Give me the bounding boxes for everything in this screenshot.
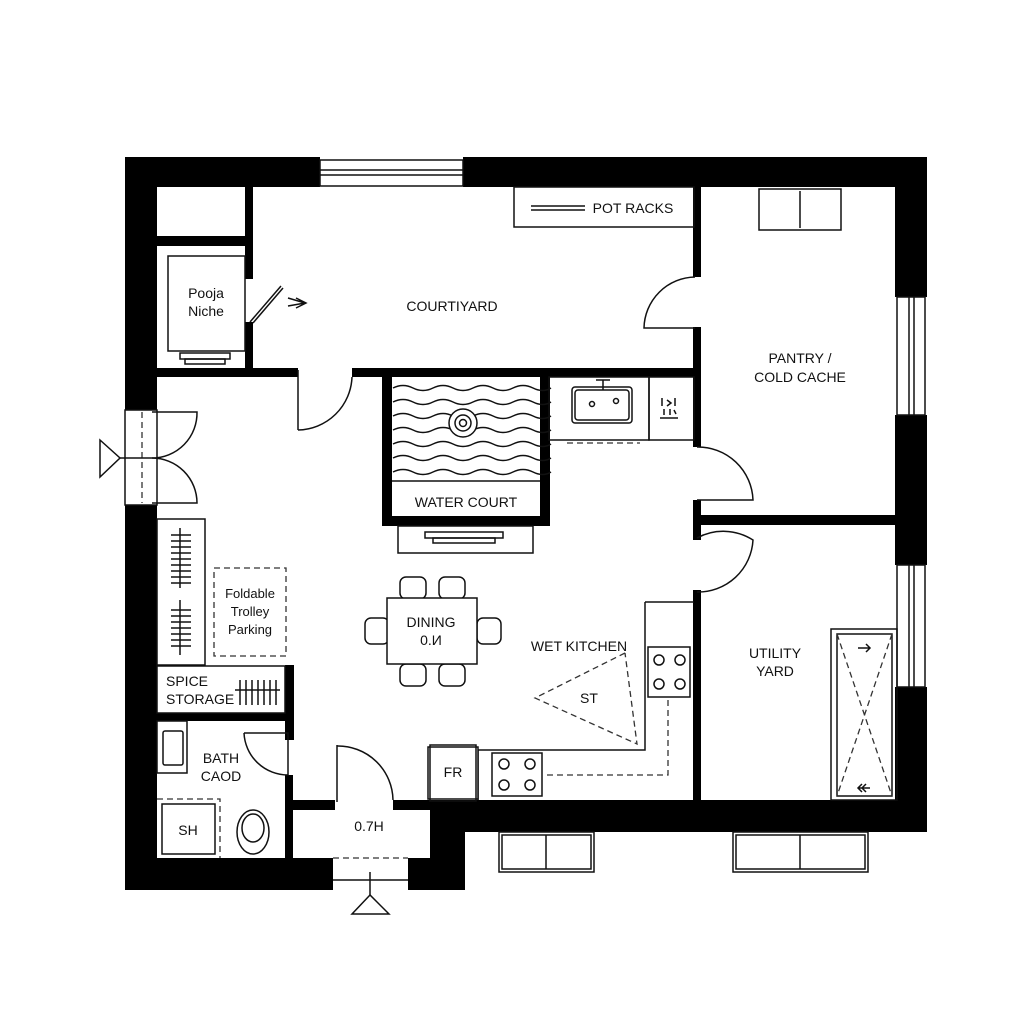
- double-door-lower[interactable]: [151, 457, 198, 504]
- wet-kitchen: WET KITCHEN FR ST: [427, 601, 694, 802]
- spice-storage: SPICE STORAGE: [156, 665, 286, 714]
- fridge: [427, 746, 479, 800]
- sink-counter: [548, 376, 695, 444]
- courtyard: COURTIYARD POT RACKS: [297, 186, 696, 431]
- courtyard-label: COURTIYARD: [406, 298, 497, 314]
- trolley-label-3: Parking: [228, 622, 272, 637]
- bottom-cabinet-right: [732, 831, 869, 873]
- pantry-label-2: COLD CACHE: [754, 369, 846, 385]
- interior-walls: [155, 187, 898, 860]
- stove-bottom: [491, 752, 543, 797]
- dining-label-1: DINING: [407, 614, 456, 630]
- right-window-lower: [896, 564, 926, 688]
- entry-marker-icon: [99, 438, 122, 479]
- work-triangle: [533, 652, 638, 746]
- entry-marker-icon: [350, 893, 391, 915]
- appliance-symbol-icon: [660, 398, 678, 419]
- dining-label-2: 0.И: [420, 632, 442, 648]
- spice-label-1: SPICE: [166, 673, 208, 689]
- racks: [156, 518, 206, 666]
- utility-label-2: YARD: [756, 663, 794, 679]
- wet-kitchen-label: WET KITCHEN: [531, 638, 627, 654]
- double-door-upper[interactable]: [151, 411, 198, 459]
- door-bath[interactable]: [243, 732, 289, 776]
- door-pantry[interactable]: [696, 446, 754, 501]
- shower-label: SH: [178, 822, 197, 838]
- trolley-label-1: Foldable: [225, 586, 275, 601]
- water-court-label: WATER COURT: [415, 494, 518, 510]
- fridge-label: FR: [444, 764, 463, 780]
- bath-label-2: CAOD: [201, 768, 241, 784]
- utility-yard: UTILITY YARD: [696, 530, 898, 801]
- top-window: [319, 159, 464, 187]
- bath-label-1: BATH: [203, 750, 239, 766]
- trolley-label-2: Trolley: [231, 604, 270, 619]
- pot-racks-label: POT RACKS: [593, 200, 674, 216]
- pooja-label-1: Pooja: [188, 285, 224, 301]
- right-window-upper: [896, 296, 926, 416]
- side-entry: [99, 409, 198, 506]
- door-front[interactable]: [336, 745, 394, 801]
- outer-walls: [125, 157, 927, 890]
- fountain-icon: [448, 408, 478, 438]
- pooja-door[interactable]: [249, 285, 282, 323]
- spice-label-2: STORAGE: [166, 691, 234, 707]
- sink-icon: [571, 386, 633, 424]
- trolley-parking: Foldable Trolley Parking: [213, 567, 287, 657]
- water-court: WATER COURT: [392, 384, 552, 554]
- bottom-cabinet-left: [498, 831, 595, 873]
- stove-right: [647, 646, 691, 698]
- water-waves-pattern: [392, 384, 552, 476]
- pantry-label-1: PANTRY /: [768, 350, 831, 366]
- washing-area: [836, 633, 893, 797]
- chairs: [364, 576, 502, 687]
- door-utility[interactable]: [696, 530, 754, 593]
- bath: BATH CAOD SH: [156, 720, 289, 858]
- utility-label-1: UTILITY: [749, 645, 802, 661]
- toilet-icon: [236, 809, 270, 855]
- front-entry: 0.7H: [333, 745, 408, 915]
- door-courtyard-pantry[interactable]: [643, 276, 696, 329]
- door-courtyard-hall[interactable]: [297, 376, 353, 431]
- pooja-niche: Pooja Niche: [167, 255, 308, 365]
- wash-basin: [156, 720, 188, 774]
- shower-area: [161, 803, 216, 855]
- pot-racks-shelf: [513, 186, 695, 228]
- pantry: PANTRY / COLD CACHE: [696, 188, 846, 501]
- dining-table: DINING 0.И: [364, 576, 502, 687]
- entry-label: 0.7H: [354, 818, 384, 834]
- direction-arrow-icon: [287, 297, 308, 309]
- work-triangle-label: ST: [580, 690, 598, 706]
- pooja-label-2: Niche: [188, 303, 224, 319]
